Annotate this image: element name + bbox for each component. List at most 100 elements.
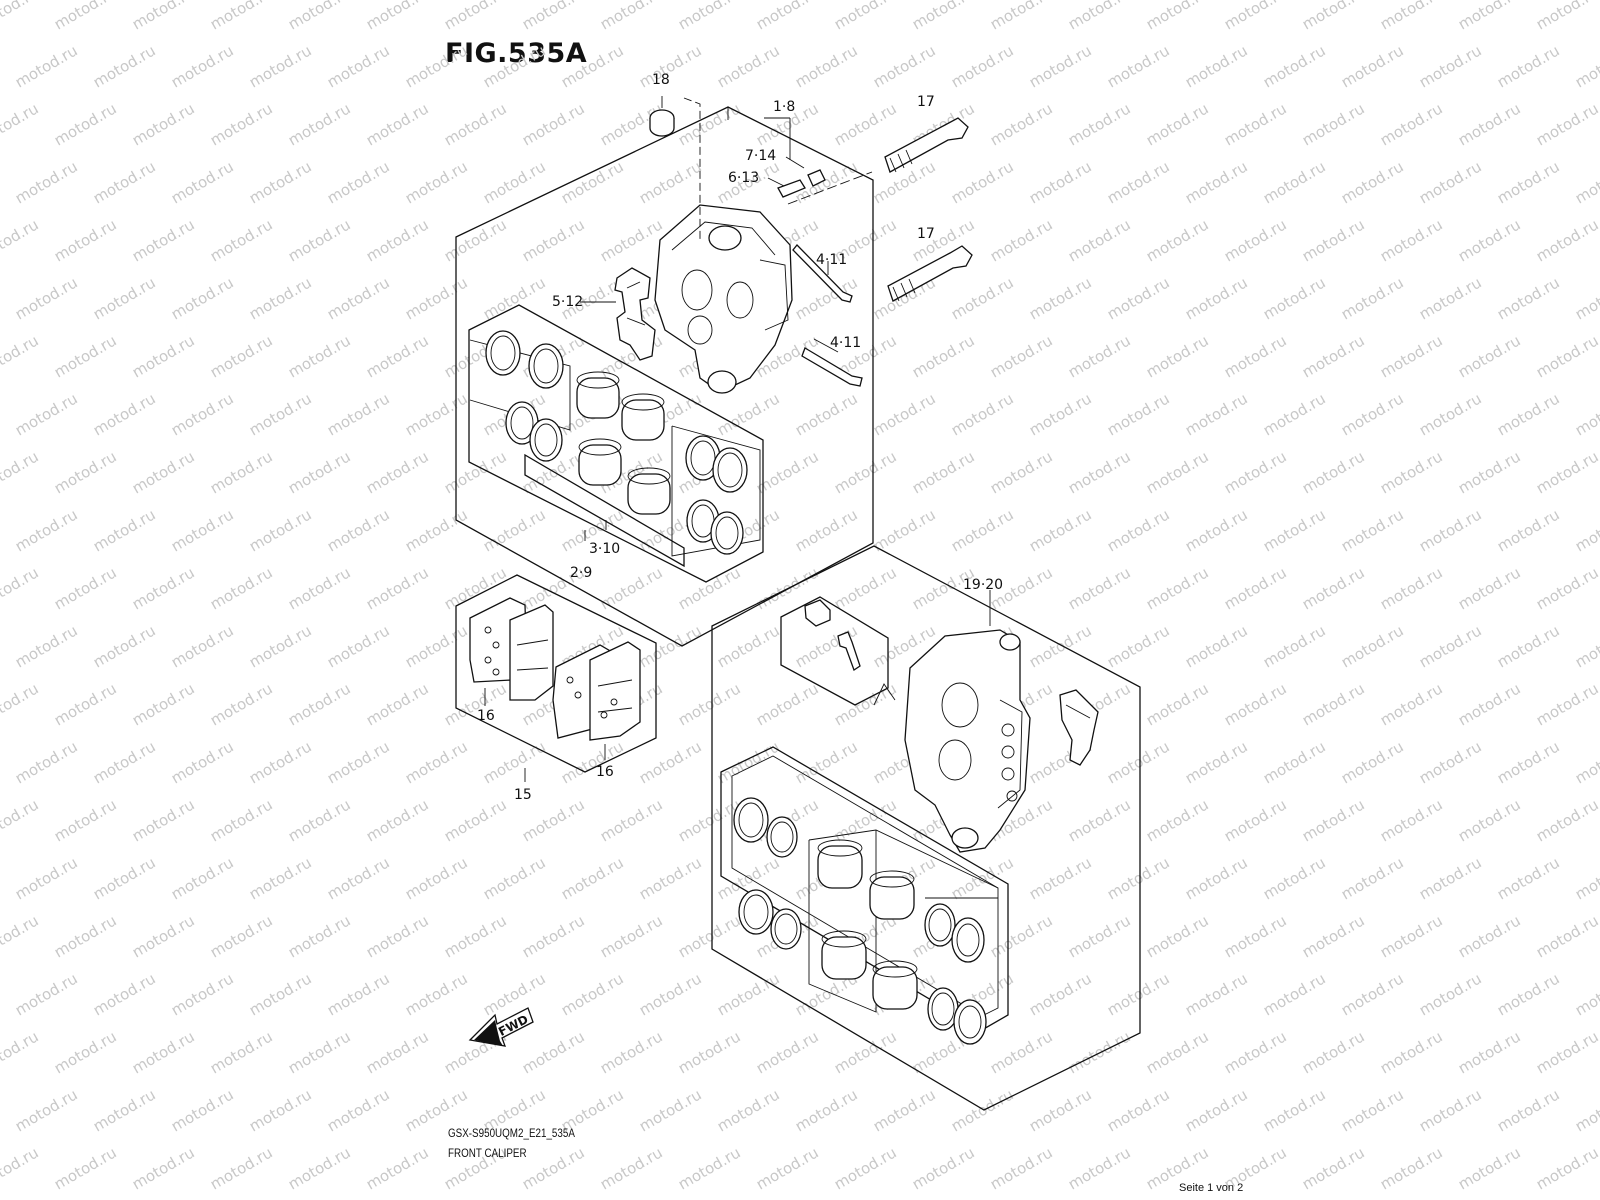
watermark-text: motod.ru — [1260, 737, 1329, 787]
watermark-text: motod.ru — [1026, 621, 1095, 671]
watermark-text: motod.ru — [0, 853, 3, 903]
watermark-text: motod.ru — [207, 331, 276, 381]
watermark-text: motod.ru — [870, 389, 939, 439]
watermark-text: motod.ru — [1299, 795, 1368, 845]
watermark-text: motod.ru — [831, 679, 900, 729]
watermark-text: motod.ru — [1143, 1027, 1212, 1077]
watermark-text: motod.ru — [246, 41, 315, 91]
watermark-text: motod.ru — [1377, 795, 1446, 845]
watermark-text: motod.ru — [402, 505, 471, 555]
watermark-text: motod.ru — [480, 505, 549, 555]
watermark-text: motod.ru — [1533, 563, 1600, 613]
watermark-text: motod.ru — [1338, 505, 1407, 555]
watermark-text: motod.ru — [51, 331, 120, 381]
watermark-text: motod.ru — [636, 1085, 705, 1135]
watermark-text: motod.ru — [285, 447, 354, 497]
watermark-text: motod.ru — [1143, 0, 1212, 33]
watermark-text: motod.ru — [1221, 215, 1290, 265]
watermark-text: motod.ru — [168, 621, 237, 671]
watermark-text: motod.ru — [831, 563, 900, 613]
seal-group-left — [485, 330, 564, 462]
watermark-text: motod.ru — [246, 621, 315, 671]
watermark-text: motod.ru — [1065, 563, 1134, 613]
watermark-text: motod.ru — [1572, 41, 1600, 91]
watermark-text: motod.ru — [909, 1143, 978, 1193]
watermark-text: motod.ru — [1572, 853, 1600, 903]
watermark-text: motod.ru — [714, 41, 783, 91]
watermark-text: motod.ru — [0, 41, 3, 91]
watermark-text: motod.ru — [1455, 215, 1524, 265]
watermark-text: motod.ru — [402, 389, 471, 439]
watermark-text: motod.ru — [0, 0, 42, 33]
watermark-text: motod.ru — [1494, 621, 1563, 671]
watermark-text: motod.ru — [363, 447, 432, 497]
watermark-text: motod.ru — [1104, 389, 1173, 439]
piston-group-lower — [817, 839, 918, 1010]
watermark-text: motod.ru — [1572, 273, 1600, 323]
watermark-text: motod.ru — [1299, 1027, 1368, 1077]
watermark-text: motod.ru — [1377, 1027, 1446, 1077]
mounting-bolt-17a — [884, 117, 969, 173]
watermark-text: motod.ru — [1299, 99, 1368, 149]
watermark-text: motod.ru — [753, 1027, 822, 1077]
callout-5-12: 5·12 — [552, 294, 583, 310]
watermark-text: motod.ru — [1416, 737, 1485, 787]
watermark-text: motod.ru — [1572, 505, 1600, 555]
watermark-text: motod.ru — [1065, 99, 1134, 149]
watermark-text: motod.ru — [441, 679, 510, 729]
watermark-text: motod.ru — [1338, 621, 1407, 671]
watermark-text: motod.ru — [1182, 505, 1251, 555]
watermark-text: motod.ru — [1572, 621, 1600, 671]
watermark-text: motod.ru — [1494, 505, 1563, 555]
watermark-text: motod.ru — [207, 795, 276, 845]
watermark-text: motod.ru — [168, 157, 237, 207]
watermark-text: motod.ru — [1182, 41, 1251, 91]
watermark-text: motod.ru — [324, 389, 393, 439]
watermark-text: motod.ru — [246, 737, 315, 787]
bleeder-kit-outline — [780, 596, 889, 706]
section-name: FRONT CALIPER — [448, 1146, 527, 1160]
watermark-text: motod.ru — [1026, 389, 1095, 439]
watermark-text: motod.ru — [753, 679, 822, 729]
watermark-text: motod.ru — [714, 737, 783, 787]
watermark-text: motod.ru — [1416, 969, 1485, 1019]
watermark-text: motod.ru — [441, 215, 510, 265]
watermark-text: motod.ru — [1533, 1027, 1600, 1077]
watermark-text: motod.ru — [168, 505, 237, 555]
watermark-text: motod.ru — [168, 1085, 237, 1135]
watermark-text: motod.ru — [1377, 911, 1446, 961]
watermark-text: motod.ru — [0, 215, 42, 265]
watermark-text: motod.ru — [324, 505, 393, 555]
watermark-text: motod.ru — [1221, 911, 1290, 961]
watermark-text: motod.ru — [129, 215, 198, 265]
watermark-text: motod.ru — [1338, 853, 1407, 903]
watermark-text: motod.ru — [1143, 331, 1212, 381]
watermark-text: motod.ru — [636, 737, 705, 787]
watermark-text: motod.ru — [0, 1143, 42, 1193]
watermark-text: motod.ru — [1572, 969, 1600, 1019]
watermark-text: motod.ru — [1533, 679, 1600, 729]
watermark-text: motod.ru — [1104, 621, 1173, 671]
watermark-text: motod.ru — [129, 1143, 198, 1193]
seal-group-lower-left — [733, 797, 802, 950]
watermark-text: motod.ru — [1221, 563, 1290, 613]
watermark-text: motod.ru — [1221, 447, 1290, 497]
watermark-text: motod.ru — [1299, 0, 1368, 33]
watermark-text: motod.ru — [1143, 447, 1212, 497]
watermark-text: motod.ru — [558, 969, 627, 1019]
watermark-text: motod.ru — [207, 911, 276, 961]
callout-4-11b: 4·11 — [830, 335, 861, 351]
watermark-text: motod.ru — [1533, 215, 1600, 265]
watermark-text: motod.ru — [0, 969, 3, 1019]
watermark-text: motod.ru — [207, 447, 276, 497]
watermark-text: motod.ru — [1065, 447, 1134, 497]
watermark-text: motod.ru — [1455, 679, 1524, 729]
piston-set-outline — [524, 453, 685, 568]
watermark-text: motod.ru — [1299, 1143, 1368, 1193]
watermark-text: motod.ru — [168, 737, 237, 787]
watermark-text: motod.ru — [168, 853, 237, 903]
watermark-text: motod.ru — [1065, 215, 1134, 265]
watermark-text: motod.ru — [480, 853, 549, 903]
